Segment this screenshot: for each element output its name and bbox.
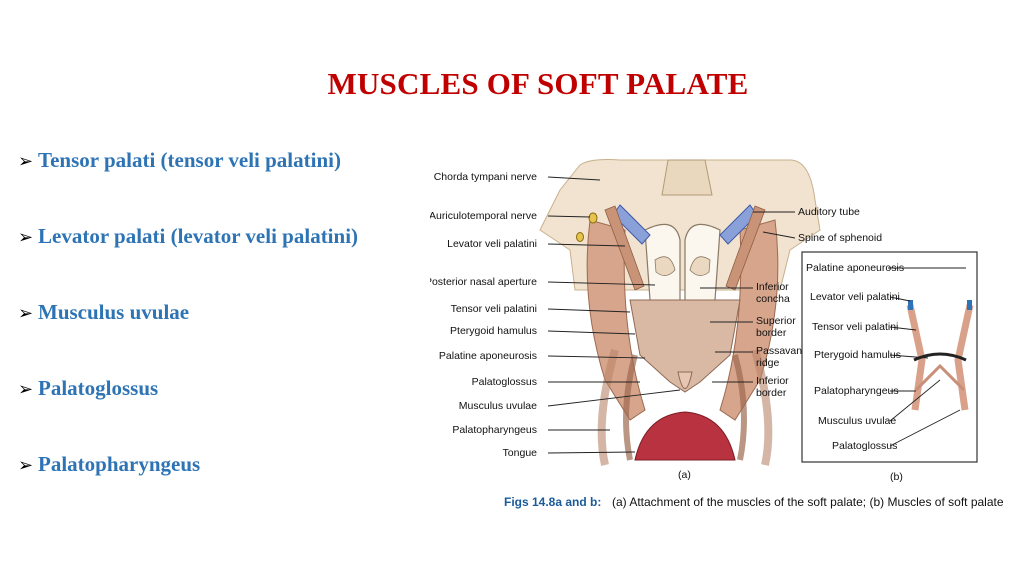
arrow-bullet-icon: ➢ bbox=[18, 151, 34, 172]
bullet-item: ➢Palatopharyngeus bbox=[18, 452, 200, 477]
arrow-bullet-icon: ➢ bbox=[18, 303, 34, 324]
label-tensor: Tensor veli palatini bbox=[451, 303, 537, 315]
bullet-text: Tensor palati (tensor veli palatini) bbox=[38, 148, 341, 172]
label-passavant-line1: Passavant's bbox=[756, 345, 812, 357]
soft-palate-figure: Chorda tympani nerve Auriculotemporal ne… bbox=[430, 120, 1024, 520]
bullet-item: ➢Musculus uvulae bbox=[18, 300, 189, 325]
inset-label-musculus-uvulae: Musculus uvulae bbox=[818, 415, 896, 427]
panel-b-inset: Palatine aponeurosis Levator veli palati… bbox=[801, 251, 978, 483]
label-palatoglossus: Palatoglossus bbox=[472, 376, 537, 388]
slide-title: MUSCLES OF SOFT PALATE bbox=[327, 66, 749, 101]
label-inferior-border-line2: border bbox=[756, 387, 787, 399]
anatomy-diagram: Chorda tympani nerve Auriculotemporal ne… bbox=[430, 159, 1004, 509]
bullet-text: Levator palati (levator veli palatini) bbox=[38, 224, 359, 248]
inset-label-palatopharyngeus: Palatopharyngeus bbox=[814, 385, 899, 397]
label-posterior-nasal-aperture: Posterior nasal aperture bbox=[430, 276, 537, 288]
bullet-text: Musculus uvulae bbox=[38, 300, 190, 324]
bullet-item: ➢Palatoglossus bbox=[18, 376, 158, 401]
panel-a-illustration bbox=[539, 159, 821, 466]
inset-label-tensor: Tensor veli palatini bbox=[812, 321, 898, 333]
panel-a-label: (a) bbox=[678, 469, 691, 481]
inset-label-levator: Levator veli palatini bbox=[810, 291, 900, 303]
label-inferior-concha-line2: concha bbox=[756, 293, 790, 305]
caption-figure-number: Figs 14.8a and b: bbox=[504, 495, 601, 509]
label-superior-border-line1: Superior bbox=[756, 315, 796, 327]
label-chorda-tympani: Chorda tympani nerve bbox=[434, 171, 537, 183]
label-auriculotemporal: Auriculotemporal nerve bbox=[430, 210, 537, 222]
caption-text: (a) Attachment of the muscles of the sof… bbox=[612, 495, 1004, 509]
inset-label-palatine-aponeurosis: Palatine aponeurosis bbox=[806, 262, 904, 274]
label-palatopharyngeus: Palatopharyngeus bbox=[452, 424, 537, 436]
label-palatine-aponeurosis: Palatine aponeurosis bbox=[439, 350, 537, 362]
bullet-item: ➢Levator palati (levator veli palatini) bbox=[18, 224, 358, 249]
label-auditory-tube: Auditory tube bbox=[798, 206, 860, 218]
label-levator: Levator veli palatini bbox=[447, 238, 537, 250]
label-musculus-uvulae: Musculus uvulae bbox=[459, 400, 537, 412]
label-superior-border-line2: border bbox=[756, 327, 787, 339]
bullet-item: ➢Tensor palati (tensor veli palatini) bbox=[18, 148, 341, 173]
panel-a-right-labels: Auditory tube Spine of sphenoid Inferior… bbox=[756, 206, 882, 399]
arrow-bullet-icon: ➢ bbox=[18, 379, 34, 400]
bullet-text: Palatoglossus bbox=[38, 376, 159, 400]
inset-label-pterygoid-hamulus: Pterygoid hamulus bbox=[814, 349, 901, 361]
panel-a-leader-lines bbox=[547, 176, 796, 454]
label-pterygoid-hamulus: Pterygoid hamulus bbox=[450, 325, 537, 337]
label-inferior-border-line1: Inferior bbox=[756, 375, 789, 387]
label-inferior-concha-line1: Inferior bbox=[756, 281, 789, 293]
label-spine-of-sphenoid: Spine of sphenoid bbox=[798, 232, 882, 244]
bullet-text: Palatopharyngeus bbox=[38, 452, 201, 476]
panel-a-left-labels: Chorda tympani nerve Auriculotemporal ne… bbox=[430, 171, 537, 459]
inset-label-palatoglossus: Palatoglossus bbox=[832, 440, 897, 452]
label-passavant-line2: ridge bbox=[756, 357, 780, 369]
arrow-bullet-icon: ➢ bbox=[18, 227, 34, 248]
arrow-bullet-icon: ➢ bbox=[18, 455, 34, 476]
label-tongue: Tongue bbox=[503, 447, 538, 459]
panel-b-label: (b) bbox=[890, 471, 903, 483]
